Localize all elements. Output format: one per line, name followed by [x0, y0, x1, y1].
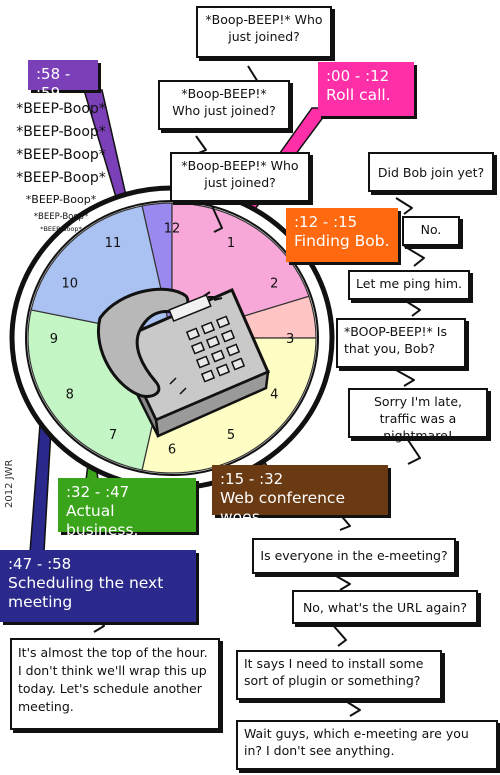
bob-beep-tail [395, 369, 415, 387]
clock-number: 7 [109, 428, 117, 443]
beep-boop-line: *BEEP-Boop* [33, 212, 89, 222]
beep-boop-line: *BEEP-Boop* [16, 101, 106, 117]
scheduling-tag: :47 - :58 Scheduling the next meeting [0, 550, 196, 622]
web-tail-1 [337, 511, 351, 531]
clock-number: 6 [168, 443, 176, 458]
join-bubble-top: *Boop-BEEP!* Who just joined? [196, 6, 332, 58]
web-conf-bubble-2: No, what's the URL again? [292, 590, 478, 624]
finding-bob-time: :12 - :15 [294, 213, 358, 231]
bob-no-bubble: No. [402, 216, 460, 246]
clock-number: 3 [286, 332, 294, 347]
clock-number: 2 [270, 277, 278, 292]
bob-q-tail [395, 197, 413, 215]
beep-out-tag: :58 - :59 [28, 60, 98, 102]
beep-boop-line: *BEEP-Boop* [16, 170, 106, 186]
clock-number: 9 [50, 332, 58, 347]
roll-call-tag: :00 - :12 Roll call. [318, 62, 414, 116]
business-tag: :32 - :47 Actual business. [58, 478, 196, 539]
join-bubble-middle: *Boop-BEEP!* Who just joined? [158, 80, 290, 130]
web-conf-tag: :15 - :32 Web conference woes [212, 465, 388, 526]
beep-boop-line: *BEEP-Boop* [16, 124, 106, 140]
scheduling-label: Scheduling the next meeting [8, 573, 164, 612]
web-conf-bubble-1: Is everyone in the e-meeting? [252, 538, 456, 574]
bob-late-tail [407, 439, 421, 465]
scheduling-time: :47 - :58 [8, 555, 72, 573]
web-tail-2 [335, 575, 351, 591]
bob-late-bubble: Sorry I'm late, traffic was a nightmare! [348, 388, 488, 443]
bob-beep-bubble: *BOOP-BEEP!* Is that you, Bob? [336, 318, 466, 368]
web-conf-bubble-4: Wait guys, which e-meeting are you in? I… [236, 720, 498, 770]
web-conf-time: :15 - :32 [220, 470, 284, 488]
business-label: Actual business. [66, 501, 139, 540]
bob-ping-bubble: Let me ping him. [348, 270, 470, 300]
business-time: :32 - :47 [66, 483, 130, 501]
beep-boop-line: *BEEP-Boop* [16, 147, 106, 163]
web-tail-3 [331, 623, 347, 647]
finding-bob-label: Finding Bob. [294, 231, 390, 250]
beep-boop-line: *BEEP-Boop* [25, 193, 97, 206]
phone-icon [97, 287, 270, 438]
clock-number: 8 [66, 387, 74, 402]
clock-number: 5 [227, 428, 235, 443]
web-tail-4 [343, 699, 361, 717]
roll-call-time: :00 - :12 [326, 67, 390, 85]
beep-boop-list: *BEEP-Boop* *BEEP-Boop* *BEEP-Boop* *BEE… [2, 98, 120, 235]
beep-boop-line: *BEEP-Boop* [40, 225, 82, 233]
beep-out-time: :58 - :59 [36, 65, 71, 102]
clock-number: 10 [61, 277, 78, 292]
join-bubble-bottom: *Boop-BEEP!* Who just joined? [170, 152, 310, 202]
web-conf-bubble-3: It says I need to install some sort of p… [236, 650, 442, 700]
finding-bob-tag: :12 - :15 Finding Bob. [286, 208, 398, 262]
roll-call-label: Roll call. [326, 85, 391, 104]
clock-number: 11 [105, 236, 122, 251]
clock-number: 1 [227, 236, 235, 251]
web-conf-label: Web conference woes [220, 488, 345, 527]
clock-number: 12 [164, 221, 181, 236]
bob-ping-tail [403, 299, 421, 317]
bob-question-bubble: Did Bob join yet? [368, 152, 494, 192]
artist-credit: 2012 JWR [4, 459, 15, 508]
join-bottom-tail [211, 205, 223, 233]
schedule-quote-bubble: It's almost the top of the hour. I don't… [10, 638, 220, 730]
bob-no-tail [403, 245, 425, 267]
clock-number: 4 [270, 387, 278, 402]
